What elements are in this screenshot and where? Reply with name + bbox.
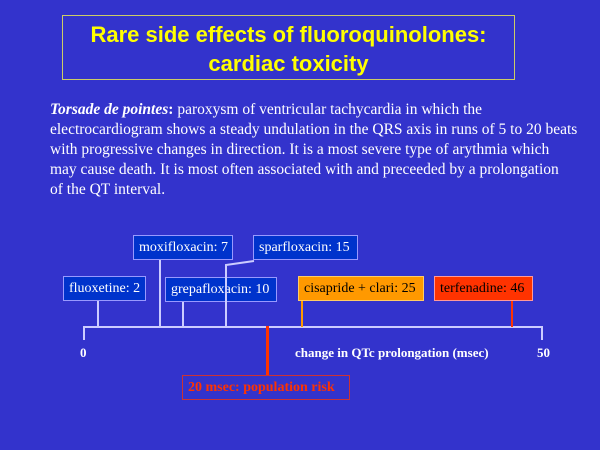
- marker-line-terfenadine: [511, 300, 513, 327]
- threshold-label: 20 msec: population risk: [182, 375, 350, 400]
- marker-line-moxifloxacin: [159, 260, 161, 327]
- term: Torsade de pointes: [50, 101, 169, 118]
- axis-label: change in QTc prolongation (msec): [295, 345, 489, 360]
- para-line: may cause death. It is most often associ…: [50, 161, 559, 178]
- marker-line-cisapride: [301, 301, 303, 327]
- title-line-2: cardiac toxicity: [208, 51, 369, 76]
- marker-moxifloxacin: moxifloxacin: 7: [133, 235, 233, 260]
- marker-terfenadine: terfenadine: 46: [434, 276, 533, 301]
- tick-label-0: 0: [80, 345, 87, 360]
- axis-tick-0: [83, 326, 85, 340]
- title-line-1: Rare side effects of fluoroquinolones:: [90, 22, 487, 47]
- threshold-line: [266, 326, 269, 375]
- para-line: electrocardiogram shows a steady undulat…: [50, 121, 578, 138]
- marker-cisapride: cisapride + clari: 25: [298, 276, 424, 301]
- slide-title: Rare side effects of fluoroquinolones: c…: [62, 15, 515, 80]
- para-line: paroxysm of ventricular tachycardia in w…: [173, 101, 483, 118]
- para-line: of the QT interval.: [50, 181, 166, 198]
- axis-tick-50: [541, 326, 543, 340]
- tick-label-50: 50: [537, 345, 550, 360]
- colon: :: [168, 101, 174, 118]
- para-line: with progressive changes in direction. I…: [50, 141, 550, 158]
- marker-line-fluoxetine: [97, 300, 99, 327]
- marker-line-grepafloxacin: [182, 301, 184, 327]
- marker-fluoxetine: fluoxetine: 2: [63, 276, 146, 301]
- marker-sparfloxacin: sparfloxacin: 15: [253, 235, 358, 260]
- marker-grepafloxacin: grepafloxacin: 10: [165, 277, 277, 302]
- qtc-axis: [84, 326, 543, 328]
- definition-paragraph: Torsade de pointes: paroxysm of ventricu…: [50, 100, 577, 200]
